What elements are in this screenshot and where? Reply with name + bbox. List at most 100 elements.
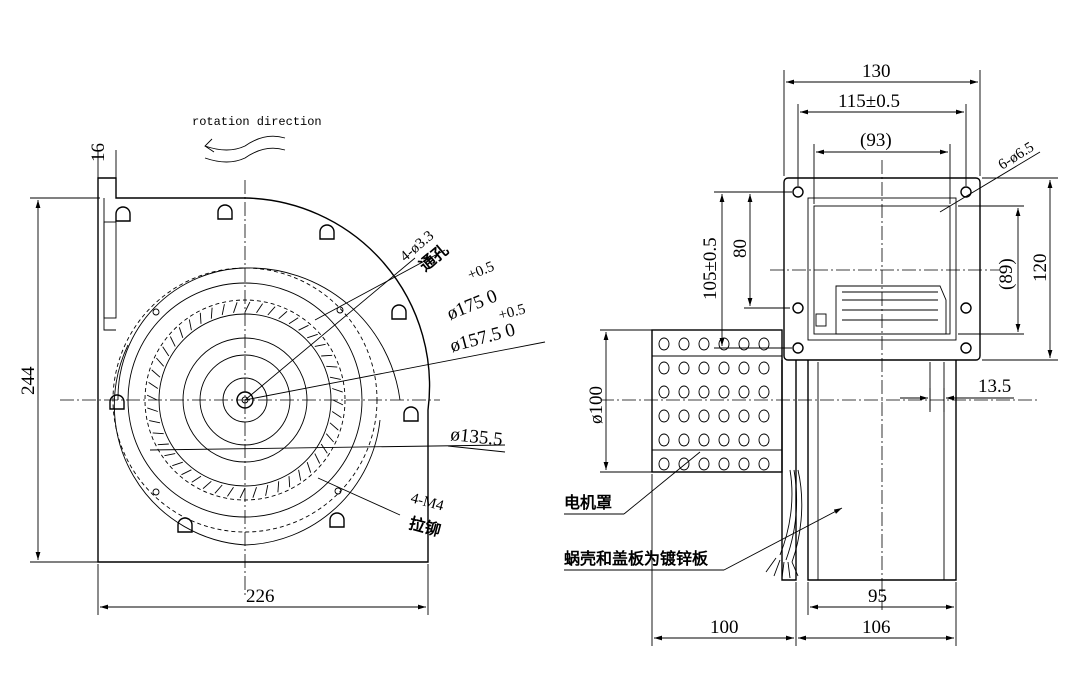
perforation-hole bbox=[718, 433, 730, 447]
motor-cover bbox=[651, 329, 783, 473]
perforation-hole bbox=[658, 385, 670, 399]
impeller-blades bbox=[146, 301, 344, 499]
impeller-blade bbox=[329, 376, 341, 380]
dim-100: 100 bbox=[710, 617, 739, 638]
dim-89: (89) bbox=[996, 258, 1017, 290]
perforation-hole bbox=[698, 361, 710, 375]
mount-hole-icon bbox=[217, 204, 233, 220]
dia-175-tol: +0.5 bbox=[466, 259, 497, 284]
impeller-blade bbox=[314, 343, 326, 347]
impeller-blade bbox=[151, 369, 161, 378]
impeller-blade bbox=[265, 484, 269, 496]
perforation-hole bbox=[738, 409, 750, 423]
impeller-blade bbox=[244, 301, 251, 313]
impeller-blade bbox=[332, 399, 344, 406]
perforation-hole bbox=[678, 409, 690, 423]
impeller-blade bbox=[325, 433, 334, 443]
dim-226: 226 bbox=[246, 586, 275, 607]
perforation-hole bbox=[758, 457, 770, 471]
rotation-arrow-icon bbox=[204, 135, 286, 163]
dim-95: 95 bbox=[868, 586, 887, 607]
perforation-hole bbox=[758, 385, 770, 399]
mount-hole-icon bbox=[177, 517, 193, 533]
mount-hole-icon bbox=[391, 304, 407, 320]
impeller-blade bbox=[181, 469, 192, 476]
rivet-note: 拉铆 bbox=[407, 514, 443, 541]
impeller-blade bbox=[157, 443, 169, 446]
perforation-hole bbox=[738, 433, 750, 447]
perforation-hole bbox=[758, 409, 770, 423]
impeller-blade bbox=[149, 420, 161, 424]
label-motor-cover: 电机罩 bbox=[564, 493, 612, 512]
dim-244: 244 bbox=[18, 366, 39, 395]
impeller-blade bbox=[164, 453, 176, 457]
impeller-blade bbox=[162, 346, 170, 357]
side-view: 130 115±0.5 (93) 6-ø6.5 105±0.5 80 (89) bbox=[564, 61, 1058, 646]
impeller-blade bbox=[148, 382, 159, 389]
impeller-blade bbox=[172, 461, 183, 467]
impeller-blade bbox=[267, 306, 276, 316]
perforation-hole bbox=[698, 433, 710, 447]
front-view: rotation direction bbox=[18, 115, 546, 615]
perforation-hole bbox=[718, 385, 730, 399]
front-housing-outline bbox=[97, 177, 431, 563]
perforation-hole bbox=[678, 433, 690, 447]
dim-80: 80 bbox=[730, 239, 751, 258]
mount-hole-icon bbox=[109, 394, 125, 410]
impeller-blade bbox=[298, 469, 302, 481]
impeller-blade bbox=[314, 453, 321, 464]
impeller-blade bbox=[214, 484, 223, 494]
perforation-hole bbox=[718, 457, 730, 471]
dim-holes: 6-ø6.5 bbox=[996, 139, 1037, 173]
perforation-hole bbox=[658, 433, 670, 447]
dia-135-5: ø135.5 bbox=[449, 424, 503, 450]
impeller-blade bbox=[202, 480, 212, 489]
mount-hole-icon bbox=[115, 206, 131, 222]
dim-115: 115±0.5 bbox=[838, 91, 900, 112]
mount-hole-icon bbox=[319, 224, 335, 240]
mounting-holes bbox=[109, 204, 419, 533]
dim-105: 105±0.5 bbox=[700, 237, 721, 300]
perforation-hole bbox=[698, 385, 710, 399]
motor-cover-perforations bbox=[658, 337, 770, 471]
impeller-blade bbox=[252, 487, 257, 498]
impeller-blade bbox=[156, 357, 165, 367]
impeller-blade bbox=[277, 481, 280, 493]
rotation-direction-label: rotation direction bbox=[192, 115, 322, 129]
impeller-blade bbox=[199, 312, 202, 324]
impeller-blade bbox=[191, 475, 202, 483]
impeller-blade bbox=[329, 422, 339, 431]
dia-175: ø175 0 bbox=[444, 286, 500, 325]
perforation-hole bbox=[678, 337, 690, 351]
perforation-hole bbox=[658, 337, 670, 351]
perforation-hole bbox=[718, 409, 730, 423]
impeller-blade bbox=[288, 317, 299, 325]
perforation-hole bbox=[698, 457, 710, 471]
perforation-hole bbox=[758, 361, 770, 375]
label-housing: 蜗壳和盖板为镀锌板 bbox=[564, 549, 709, 568]
dim-130: 130 bbox=[862, 61, 891, 82]
impeller-blade bbox=[233, 302, 238, 313]
dim-106: 106 bbox=[862, 617, 891, 638]
perforation-hole bbox=[698, 409, 710, 423]
impeller-blade bbox=[298, 324, 309, 331]
impeller-blade bbox=[256, 303, 263, 314]
impeller-blade bbox=[227, 486, 234, 497]
impeller-blade bbox=[147, 407, 158, 412]
impeller-blade bbox=[321, 354, 333, 357]
perforation-hole bbox=[738, 385, 750, 399]
impeller-blade bbox=[307, 333, 318, 339]
impeller-blade bbox=[188, 319, 192, 331]
scroll-flange-arc bbox=[117, 267, 401, 401]
dim-120: 120 bbox=[1030, 254, 1051, 283]
perforation-hole bbox=[758, 433, 770, 447]
perforation-hole bbox=[658, 457, 670, 471]
impeller-blade bbox=[331, 411, 342, 418]
dim-motor-dia: ø100 bbox=[586, 386, 607, 424]
impeller-blade bbox=[210, 307, 213, 319]
impeller-blade bbox=[320, 443, 328, 454]
perforation-hole bbox=[698, 337, 710, 351]
impeller-blade bbox=[221, 304, 225, 316]
impeller-blade bbox=[169, 336, 176, 347]
